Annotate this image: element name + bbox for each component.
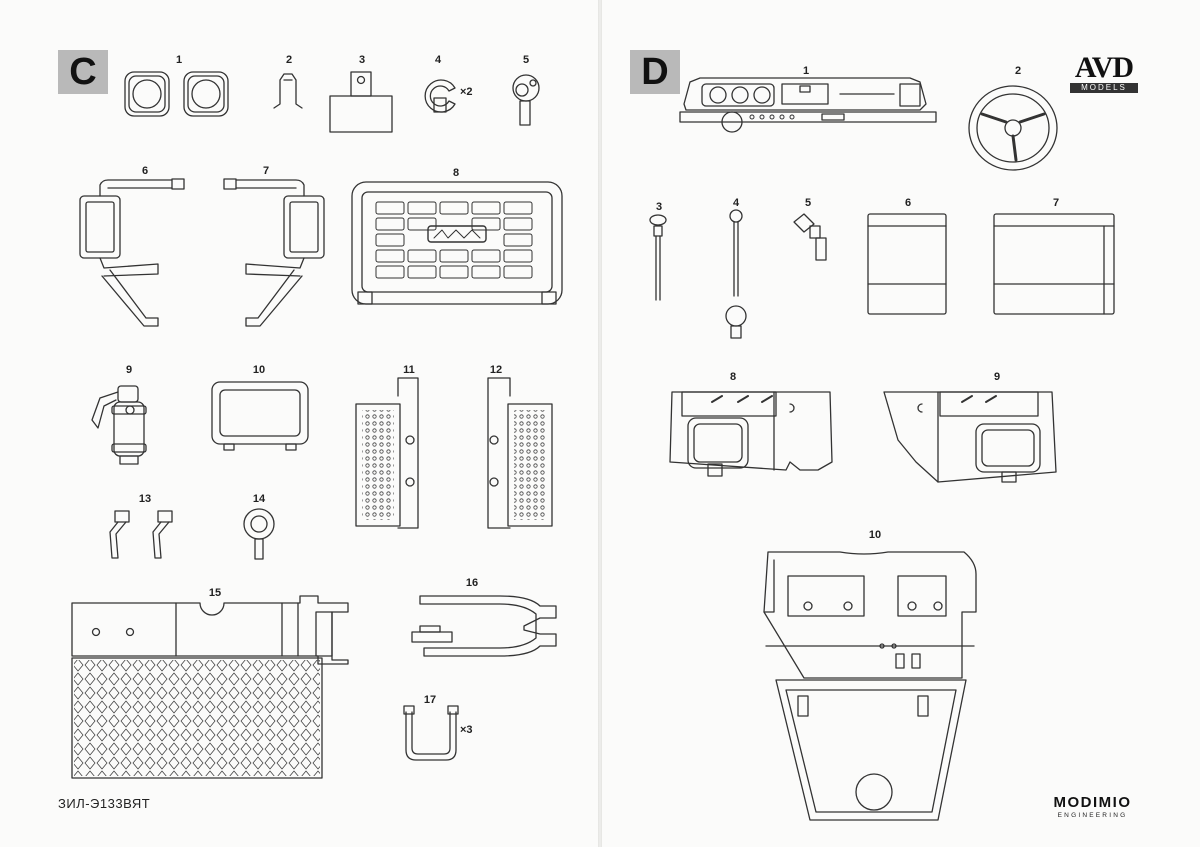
part-c5-light-assembly: [513, 75, 539, 125]
part-number: 3: [656, 201, 662, 213]
part-c6-mirror-left: [80, 179, 184, 326]
part-d8-door-panel: [670, 392, 832, 476]
page-fold: [598, 0, 602, 847]
part-number: 10: [869, 529, 881, 541]
part-c9-extinguisher: [92, 386, 146, 464]
part-number: 5: [523, 54, 529, 66]
part-number: 7: [263, 165, 269, 177]
part-d10-cab-floor: [764, 552, 976, 820]
part-number: 3: [359, 54, 365, 66]
part-c10-frame: [212, 382, 308, 450]
part-d3-small-lever: [650, 215, 666, 300]
modimio-logo-sub: ENGINEERING: [1057, 812, 1128, 819]
part-number: 5: [805, 197, 811, 209]
part-number: 11: [403, 364, 415, 376]
section-letter-c: C: [58, 50, 108, 94]
part-c11-step-left: [356, 378, 418, 528]
part-c15-bumper: [72, 596, 348, 778]
part-c14-round-lamp: [244, 509, 274, 559]
avd-logo-main: AVD: [1074, 51, 1134, 84]
part-number: 6: [142, 165, 148, 177]
part-number: 6: [905, 197, 911, 209]
part-c3-plate: [330, 72, 392, 132]
part-number: 1: [803, 65, 809, 77]
avd-logo-sub: MODELS: [1070, 83, 1138, 93]
part-number: 17: [424, 694, 436, 706]
part-number: 13: [139, 493, 151, 505]
part-d5-bolt: [794, 214, 826, 260]
part-number: 1: [176, 54, 182, 66]
part-number: 14: [253, 493, 266, 505]
section-letter-d: D: [630, 50, 680, 94]
part-number: 4: [435, 54, 442, 66]
part-number: 9: [994, 371, 1000, 383]
part-c7-mirror-right: [224, 179, 324, 326]
part-number: 2: [286, 54, 292, 66]
part-d1-dashboard: [680, 78, 936, 132]
part-number: 2: [1015, 65, 1021, 77]
part-c12-step-right: [488, 378, 552, 528]
part-d2-steering-wheel: [969, 86, 1057, 170]
part-c17-u-clamp: [404, 706, 458, 760]
part-d4-gear-lever: [726, 210, 746, 338]
part-number: 15: [209, 587, 221, 599]
part-c2-handle: [274, 74, 302, 108]
part-number: 7: [1053, 197, 1059, 209]
part-c4-hook: [425, 80, 455, 112]
part-c1-headlight-bezels: [125, 72, 228, 116]
part-d9-door-panel: [884, 392, 1056, 482]
multiplier-label: ×2: [460, 86, 473, 98]
part-number: 10: [253, 364, 265, 376]
part-number: 8: [453, 167, 459, 179]
part-number: 12: [490, 364, 502, 376]
avd-models-logo: AVD MODELS: [1070, 51, 1138, 93]
part-number: 16: [466, 577, 478, 589]
modimio-logo-main: MODIMIO: [1053, 794, 1132, 811]
modimio-logo: MODIMIO ENGINEERING: [1045, 794, 1140, 819]
part-number: 9: [126, 364, 132, 376]
part-d6-seat: [868, 214, 946, 314]
multiplier-label: ×3: [460, 724, 473, 736]
model-title: ЗИЛ-Э133ВЯТ: [58, 796, 151, 811]
part-number: 8: [730, 371, 736, 383]
part-c8-grille: [352, 182, 562, 304]
part-d7-bench-seat: [994, 214, 1114, 314]
part-c13-brackets: [110, 511, 172, 558]
part-c16-fork: [412, 596, 556, 656]
part-number: 4: [733, 197, 740, 209]
